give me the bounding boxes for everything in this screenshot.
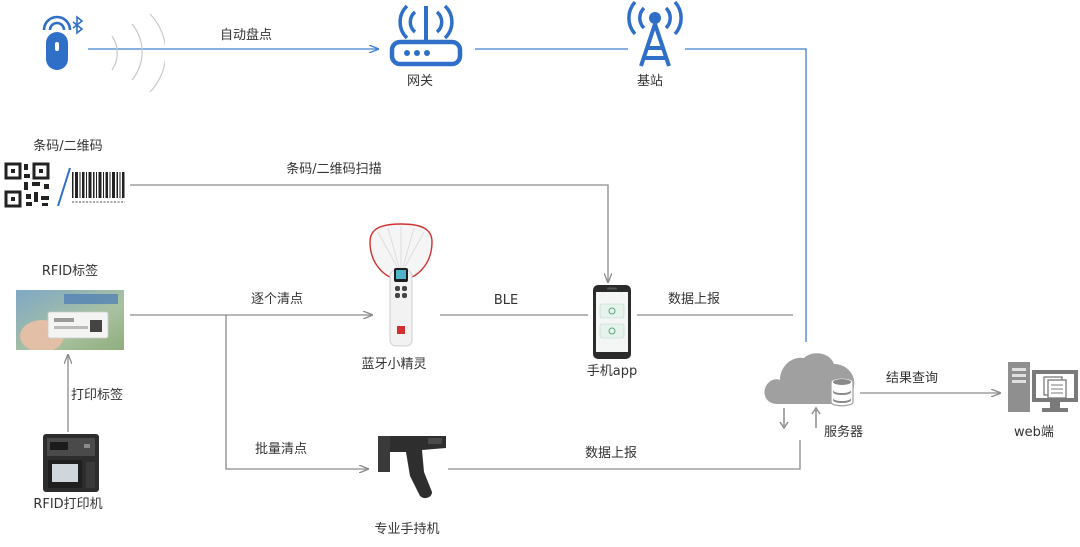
handheld-label: 专业手持机 (374, 522, 440, 537)
edge-label-batch-inventory: 批量清点 (254, 442, 308, 457)
rfid-tag-label: RFID标签 (41, 264, 99, 279)
ble-sprite-label: 蓝牙小精灵 (361, 357, 427, 372)
handheld-terminal-icon (378, 436, 446, 499)
router-icon (389, 4, 463, 67)
barcode-qr-label: 条码/二维码 (33, 139, 103, 154)
web-label: web端 (1014, 425, 1054, 440)
cell-tower-icon (627, 0, 683, 67)
edge-data-report-2 (448, 440, 801, 470)
edge-label-data-report-2: 数据上报 (584, 446, 638, 461)
ble-reader-device-icon (369, 223, 433, 347)
web-computer-icon (1008, 362, 1078, 412)
rfid-printer-label: RFID打印机 (33, 497, 103, 512)
edge-label-barcode-scan: 条码/二维码扫描 (286, 162, 382, 177)
rfid-printer-icon (43, 434, 99, 492)
edge-label-ble: BLE (493, 293, 519, 308)
edge-label-print-tag: 打印标签 (70, 388, 124, 403)
gateway-label: 网关 (406, 74, 434, 89)
edge-batch-inventory (225, 315, 368, 469)
edge-label-data-report-1: 数据上报 (667, 292, 721, 307)
smartphone-icon (593, 285, 631, 359)
cloud-server-icon (764, 353, 855, 430)
edge-label-item-inventory: 逐个清点 (250, 292, 304, 307)
server-label: 服务器 (824, 425, 864, 440)
edge-label-auto-inventory: 自动盘点 (219, 28, 273, 43)
phone-app-label: 手机app (586, 364, 638, 379)
base-station-label: 基站 (636, 74, 664, 89)
bluetooth-tag-icon (42, 14, 165, 93)
edge-barcode-scan (130, 184, 608, 282)
edge-label-result-query: 结果查询 (885, 371, 939, 386)
rfid-tag-photo (16, 290, 124, 350)
qr-barcode-icon (4, 162, 125, 208)
edge-basestation-server (685, 48, 807, 342)
